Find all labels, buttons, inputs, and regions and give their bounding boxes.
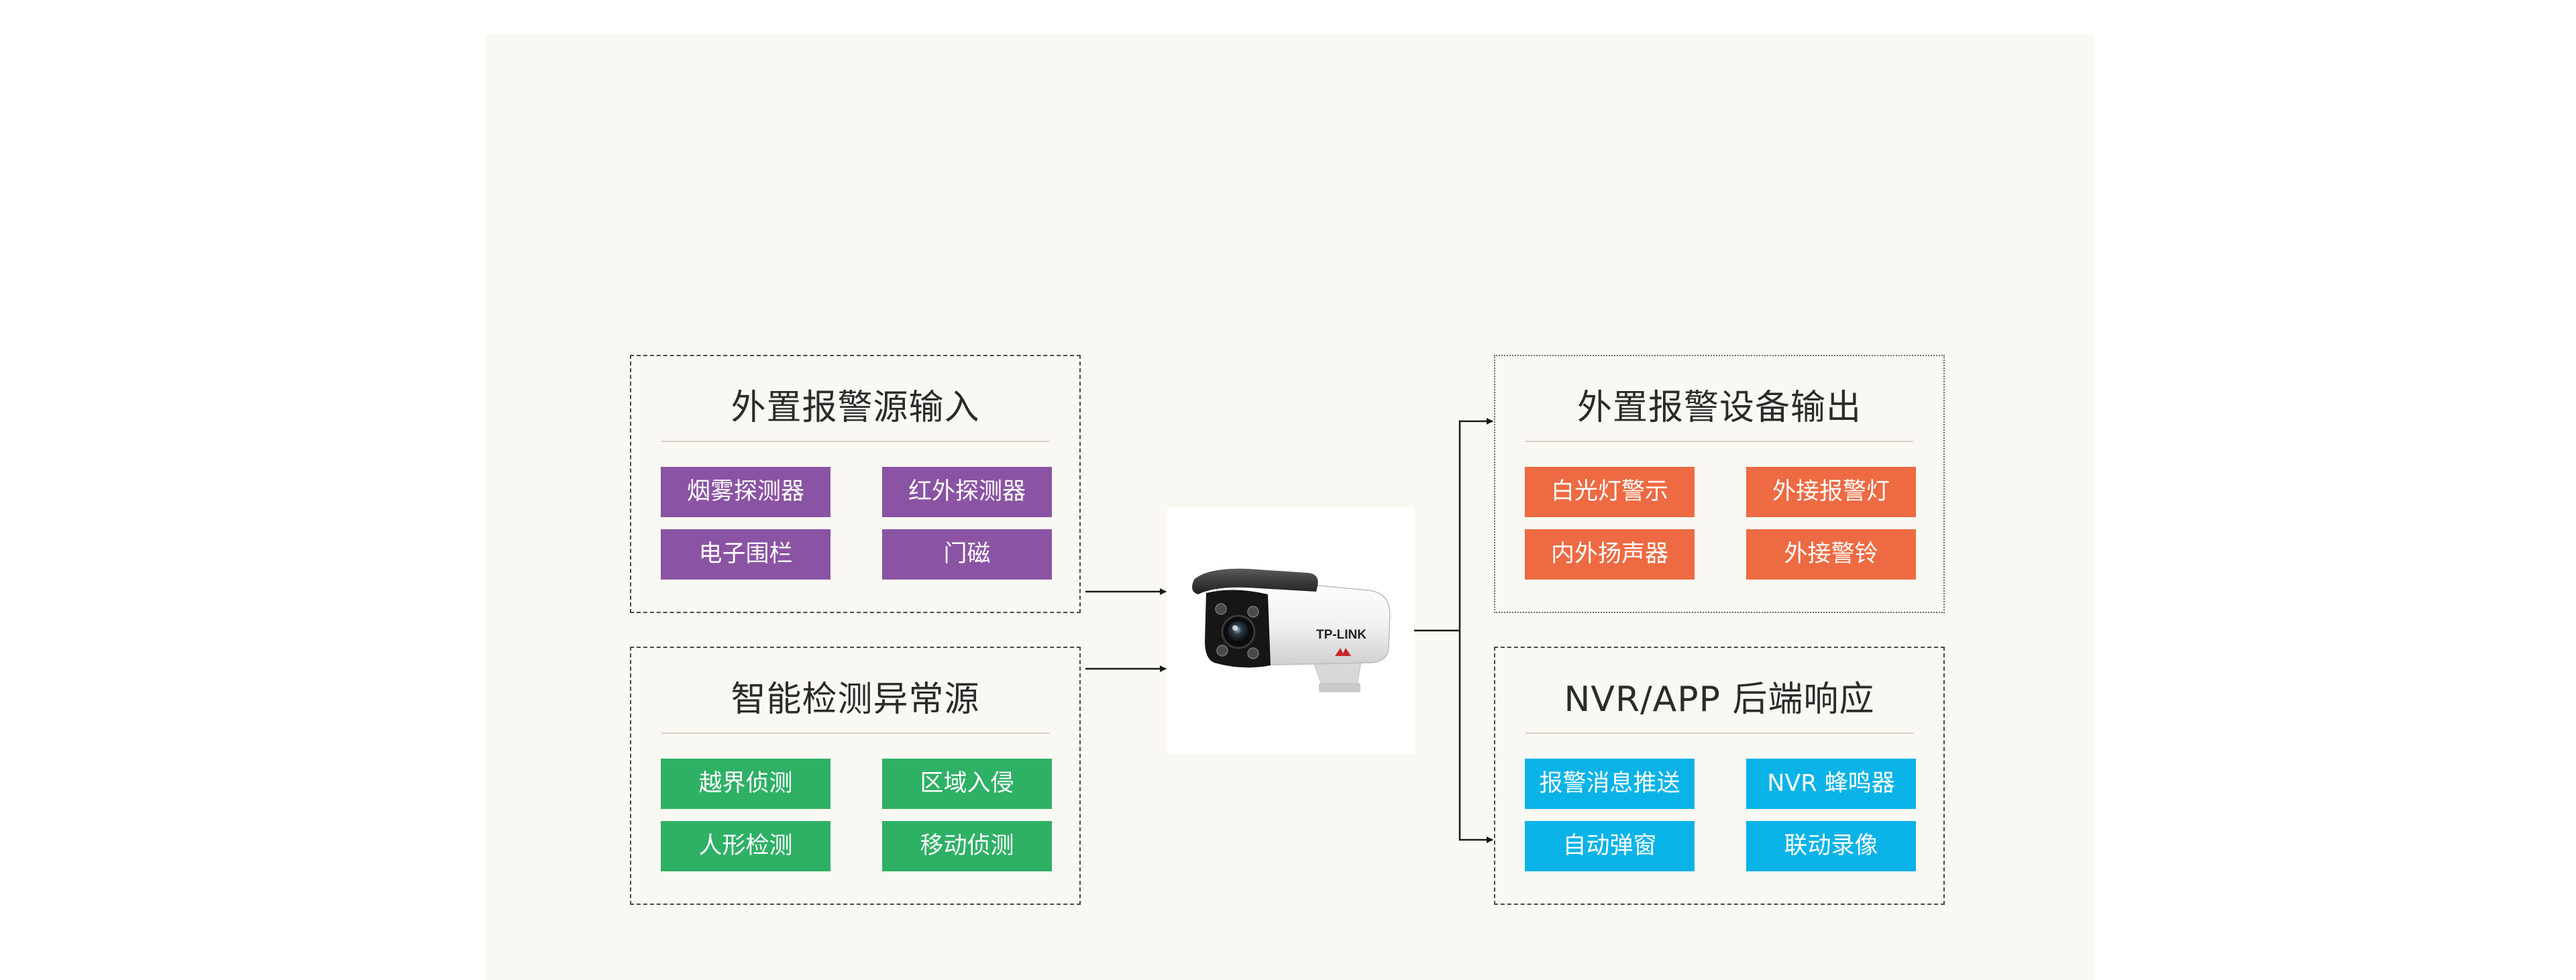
tag-speakers: 内外扬声器 [1525,529,1695,580]
tag-external-bell: 外接警铃 [1746,529,1916,580]
camera-image: TP-LINK [1167,507,1414,754]
group-alarm-output: 外置报警设备输出 白光灯警示 外接报警灯 内外扬声器 外接警铃 [1494,355,1945,613]
group-alarm-input: 外置报警源输入 烟雾探测器 红外探测器 电子围栏 门磁 [630,355,1081,613]
arrow-camera-to-alarm [1414,418,1493,632]
group-title: NVR/APP 后端响应 [1564,679,1875,720]
group-smart-detection: 智能检测异常源 越界侦测 区域入侵 人形检测 移动侦测 [630,647,1081,905]
tag-area-intrusion: 区域入侵 [882,759,1052,809]
tag-smoke-detector: 烟雾探测器 [661,467,830,517]
camera-brand-label: TP-LINK [1316,628,1366,642]
tag-external-alarm-light: 外接报警灯 [1746,467,1916,517]
title-divider [1525,732,1913,734]
tag-alarm-push: 报警消息推送 [1525,759,1695,809]
arrow-camera-to-response [1458,631,1493,843]
tag-door-magnet: 门磁 [882,529,1052,580]
group-title: 智能检测异常源 [731,679,980,720]
tag-motion-detection: 移动侦测 [882,821,1052,871]
tag-linked-recording: 联动录像 [1746,821,1916,871]
tag-auto-popup: 自动弹窗 [1525,821,1695,871]
bullet-camera-icon: TP-LINK [1192,568,1391,692]
group-title: 外置报警源输入 [731,388,980,428]
tag-electric-fence: 电子围栏 [661,529,830,580]
title-divider [661,732,1049,734]
tag-human-detection: 人形检测 [661,821,830,871]
group-title: 外置报警设备输出 [1576,388,1862,428]
title-divider [661,441,1049,442]
tag-nvr-buzzer: NVR 蜂鸣器 [1746,759,1916,809]
tag-infrared-detector: 红外探测器 [882,467,1052,517]
group-backend-response: NVR/APP 后端响应 报警消息推送 NVR 蜂鸣器 自动弹窗 联动录像 [1494,647,1945,905]
title-divider [1525,441,1913,442]
tag-white-light-warning: 白光灯警示 [1525,467,1695,517]
tag-line-crossing: 越界侦测 [661,759,830,809]
